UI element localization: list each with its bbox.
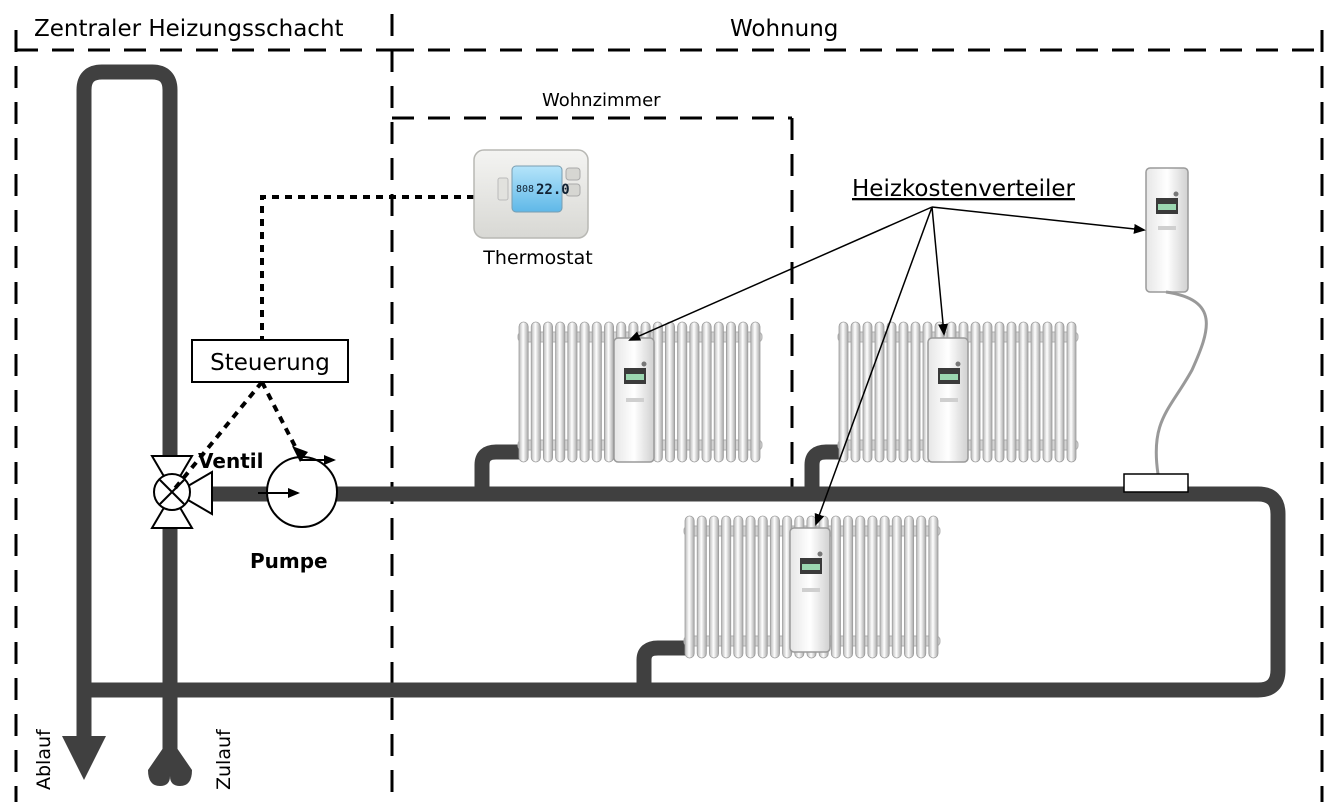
arrow-to-radiator-1 <box>628 206 933 341</box>
radiator-1-fin <box>530 321 541 463</box>
thermostat-signal-line <box>260 195 474 340</box>
radiator-1-fin <box>567 321 578 463</box>
thermostat-display-small: 808 <box>516 184 534 195</box>
valve-icon <box>150 455 213 529</box>
radiator-3-fin <box>830 515 841 659</box>
radiator-1-fin <box>677 321 688 463</box>
radiator-3 <box>683 515 941 659</box>
cost-allocator-arrows <box>628 206 1146 526</box>
radiator-1-fin <box>701 321 712 463</box>
return-arrow-icon <box>62 736 106 780</box>
pump-label: Pumpe <box>250 549 328 573</box>
radiator-2-connector <box>804 444 842 494</box>
riser-loop-pipe <box>76 64 178 770</box>
valve-signal-line <box>170 380 264 494</box>
radiator-2-fin <box>1054 321 1065 463</box>
supply-inlet-icon <box>148 738 192 786</box>
arrow-to-remote-allocator <box>931 206 1146 234</box>
radiator-1-fin <box>738 321 749 463</box>
radiator-2-fin <box>910 321 921 463</box>
radiator-1-fin <box>543 321 554 463</box>
pump-signal-line <box>260 381 302 457</box>
radiator-2 <box>837 321 1079 463</box>
radiator-2-fin <box>898 321 909 463</box>
zone-label-apartment: Wohnung <box>730 16 838 42</box>
radiator-3-connector <box>636 640 688 690</box>
radiator-3-fin <box>891 515 902 659</box>
radiator-2-fin <box>1042 321 1053 463</box>
radiator-2-fin <box>994 321 1005 463</box>
pipe-label-supply: Zulauf <box>213 728 235 790</box>
radiator-2-fin <box>1006 321 1017 463</box>
radiator-1-fin <box>665 321 676 463</box>
radiator-1-fin <box>604 321 615 463</box>
radiator-3-fin <box>721 515 732 659</box>
radiator-1-fin <box>713 321 724 463</box>
pipe-network <box>76 64 1286 770</box>
zone-label-shaft: Zentraler Heizungsschacht <box>34 16 344 42</box>
radiator-3-fin <box>904 515 915 659</box>
radiator-1-fin <box>518 321 529 463</box>
remote-cost-allocator <box>1145 167 1189 293</box>
radiator-3-fin <box>928 515 939 659</box>
radiator-1-fin <box>726 321 737 463</box>
radiator-3-cost-allocator <box>789 527 831 653</box>
radiator-3-fin <box>879 515 890 659</box>
radiator-1 <box>517 321 763 463</box>
radiator-1-cost-allocator <box>613 337 655 463</box>
radiator-3-fin <box>684 515 695 659</box>
thermostat-label: Thermostat <box>482 247 592 269</box>
thermostat-device <box>473 149 589 239</box>
zone-label-living-room: Wohnzimmer <box>542 90 661 111</box>
radiator-3-fin <box>916 515 927 659</box>
thermostat-display-temp: 22.0 <box>536 182 570 198</box>
radiator-3-fin <box>745 515 756 659</box>
radiator-3-fin <box>757 515 768 659</box>
radiator-2-fin <box>850 321 861 463</box>
control-label: Steuerung <box>210 350 330 376</box>
radiator-3-fin <box>867 515 878 659</box>
radiator-2-fin <box>982 321 993 463</box>
radiator-2-fin <box>970 321 981 463</box>
radiator-3-fin <box>843 515 854 659</box>
radiator-1-connector <box>474 444 522 494</box>
radiator-2-fin <box>1018 321 1029 463</box>
radiator-2-fin <box>1066 321 1077 463</box>
radiator-3-fin <box>733 515 744 659</box>
zone-borders <box>14 14 1324 802</box>
pump-signal-arrow-icon <box>292 446 308 462</box>
arrow-to-radiator-2 <box>931 206 949 336</box>
return-pipe <box>84 486 1286 698</box>
radiator-3-fin <box>855 515 866 659</box>
radiator-1-fin <box>750 321 761 463</box>
pipe-label-return: Ablauf <box>33 728 55 790</box>
radiator-2-fin <box>1030 321 1041 463</box>
radiator-1-fin <box>579 321 590 463</box>
radiator-3-fin <box>696 515 707 659</box>
cost-allocator-label: Heizkostenverteiler <box>852 176 1076 202</box>
pump-icon <box>258 455 338 528</box>
control-box <box>191 339 349 383</box>
radiator-2-fin <box>862 321 873 463</box>
radiator-1-fin <box>591 321 602 463</box>
radiator-2-fin <box>838 321 849 463</box>
pipe-sensor-box <box>1123 473 1189 493</box>
radiator-2-cost-allocator <box>927 337 969 463</box>
radiator-1-fin <box>689 321 700 463</box>
radiator-2-fin <box>886 321 897 463</box>
radiators <box>517 321 1079 659</box>
arrow-to-radiator-3 <box>814 206 933 526</box>
radiator-3-fin <box>708 515 719 659</box>
radiator-1-fin <box>555 321 566 463</box>
sensor-cable <box>1154 290 1208 475</box>
valve-label: Ventil <box>198 449 263 473</box>
control-signal-lines <box>170 195 474 494</box>
radiator-3-fin <box>769 515 780 659</box>
